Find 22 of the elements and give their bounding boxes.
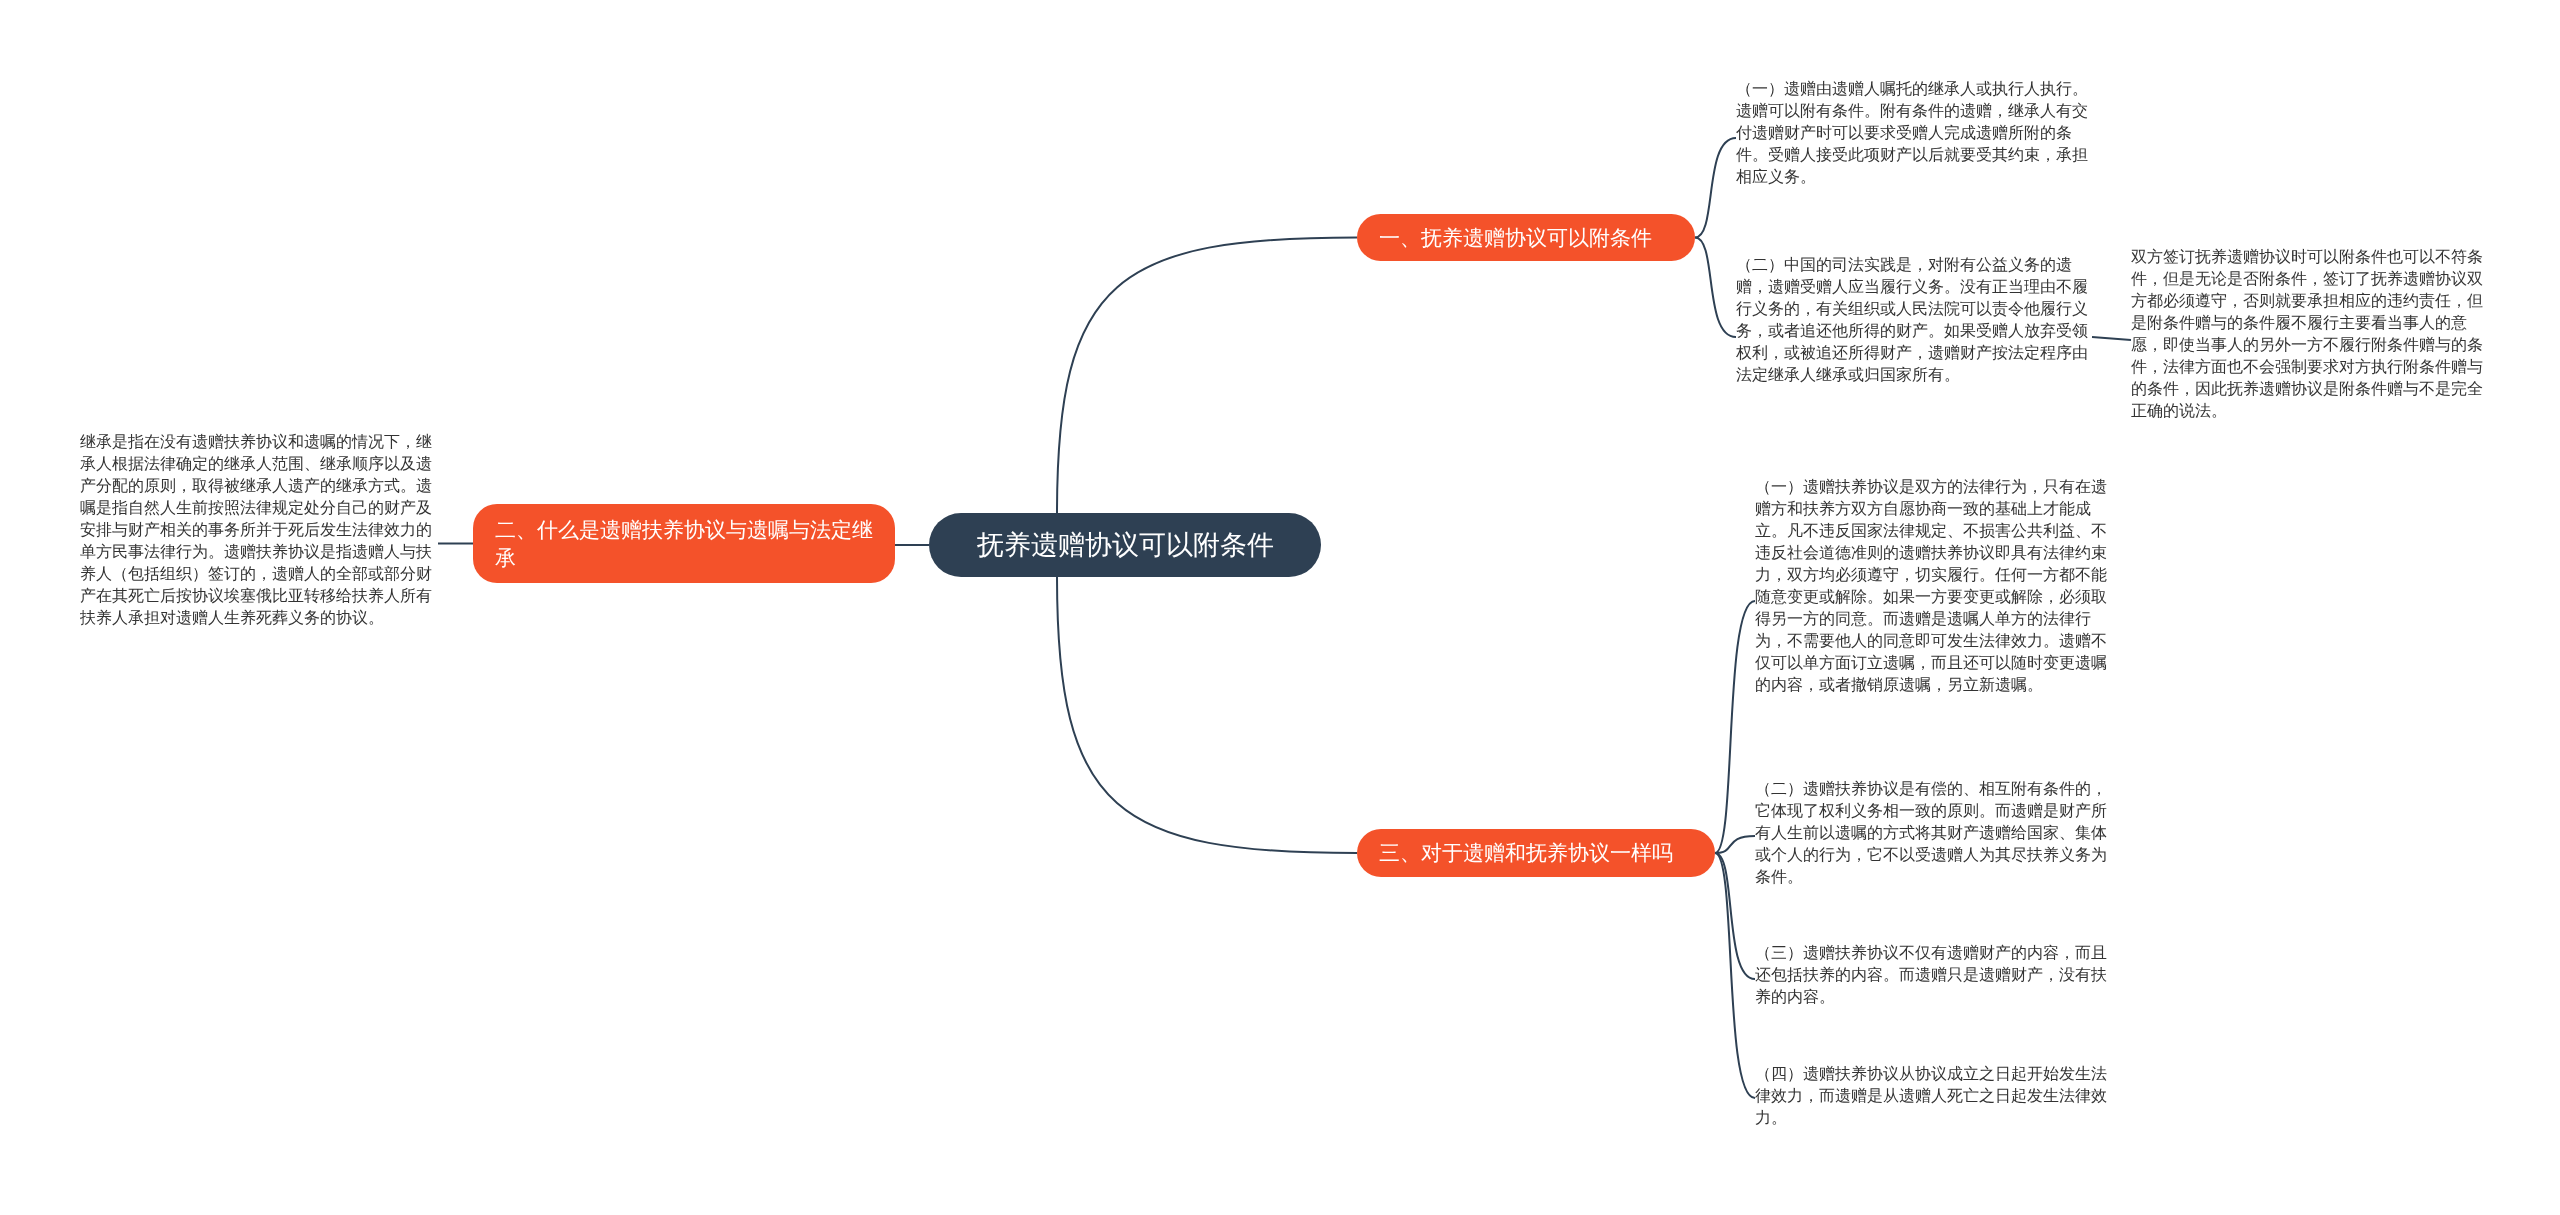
- connector-line: [1714, 852, 1756, 1099]
- note-text: 继承是指在没有遗赠扶养协议和遗嘱的情况下，继承人根据法律确定的继承人范围、继承顺序以及遗产分配的原则，取得被继承人遗产的继承方式。遗嘱是指自然人生前按照法律规定处分自己的财产及安排与财产相关的事务所并于死后发生法律效力的单方民事法律行为。遗赠扶养协议是指遗赠人与扶养人（包括组织）签订的，遗赠人的全部或部分财产在其死亡后按协议埃塞俄比亚转移给扶养人所有扶养人承担对遗赠人生养死葬义务的协议。: [80, 431, 438, 655]
- connector-line: [1694, 236, 1737, 338]
- connector-line: [1714, 835, 1756, 854]
- connector-line: [437, 542, 474, 545]
- topic-box: 一、抚养遗赠协议可以附条件: [1357, 214, 1695, 261]
- note-text: （一）遗赠扶养协议是双方的法律行为，只有在遗赠方和扶养方双方自愿协商一致的基础上才能成立。凡不违反国家法律规定、不损害公共利益、不违反社会道德准则的遗赠扶养协议即具有法律约束力，双方均必须遵守，切实履行。任何一方都不能随意变更或解除。如果一方要变更或解除，必须取得另一方的同意。而遗赠是遗嘱人单方的法律行为，不需要他人的同意即可发生法律效力。遗赠不仅可以单方面订立遗嘱，而且还可以随时变更遗嘱的内容，或者撤销原遗嘱，另立新遗嘱。: [1755, 476, 2111, 726]
- connector-line: [894, 544, 930, 546]
- note-text: （二）遗赠扶养协议是有偿的、相互附有条件的，它体现了权利义务相一致的原则。而遗赠是财产所有人生前以遗嘱的方式将其财产遗赠给国家、集体或个人的行为，它不以受遗赠人为其尽扶养义务为条件。: [1755, 778, 2111, 894]
- connector-line: [1056, 236, 1358, 514]
- note-text: （三）遗赠扶养协议不仅有遗赠财产的内容，而且还包括扶养的内容。而遗赠只是遗赠财产，没有扶养的内容。: [1755, 942, 2111, 1016]
- note-text: （四）遗赠扶养协议从协议成立之日起开始发生法律效力，而遗赠是从遗赠人死亡之日起发生法律效力。: [1755, 1063, 2111, 1133]
- topic-box: 三、对于遗赠和抚养协议一样吗: [1357, 829, 1715, 877]
- note-text: 双方签订抚养遗赠协议时可以附条件也可以不符条件，但是无论是否附条件，签订了抚养遗赠协议双方都必须遵守，否则就要承担相应的违约责任，但是附条件赠与的条件履不履行主要看当事人的意愿，即使当事人的另外一方不履行附条件赠与的条件，法律方面也不会强制要求对方执行附条件赠与的条件，因此抚养遗赠协议是附条件赠与不是完全正确的说法。: [2131, 246, 2487, 434]
- connector-line: [1694, 137, 1737, 239]
- central-topic-box: 抚养遗赠协议可以附条件: [929, 513, 1321, 577]
- topic-box: 二、什么是遗赠扶养协议与遗嘱与法定继承: [473, 504, 895, 583]
- connector-line: [1714, 600, 1756, 854]
- connector-line: [2091, 336, 2132, 341]
- note-text: （二）中国的司法实践是，对附有公益义务的遗赠，遗赠受赠人应当履行义务。没有正当理由不履行义务的，有关组织或人民法院可以责令他履行义务，或者追还他所得的财产。如果受赠人放弃受领权利，或被追还所得财产，遗赠财产按法定程序由法定继承人继承或归国家所有。: [1736, 254, 2092, 420]
- note-text: （一）遗赠由遗赠人嘱托的继承人或执行人执行。遗赠可以附有条件。附有条件的遗赠，继承人有交付遗赠财产时可以要求受赠人完成遗赠所附的条件。受赠人接受此项财产以后就要受其约束，承担相应义务。: [1736, 78, 2092, 198]
- connector-line: [1056, 576, 1358, 854]
